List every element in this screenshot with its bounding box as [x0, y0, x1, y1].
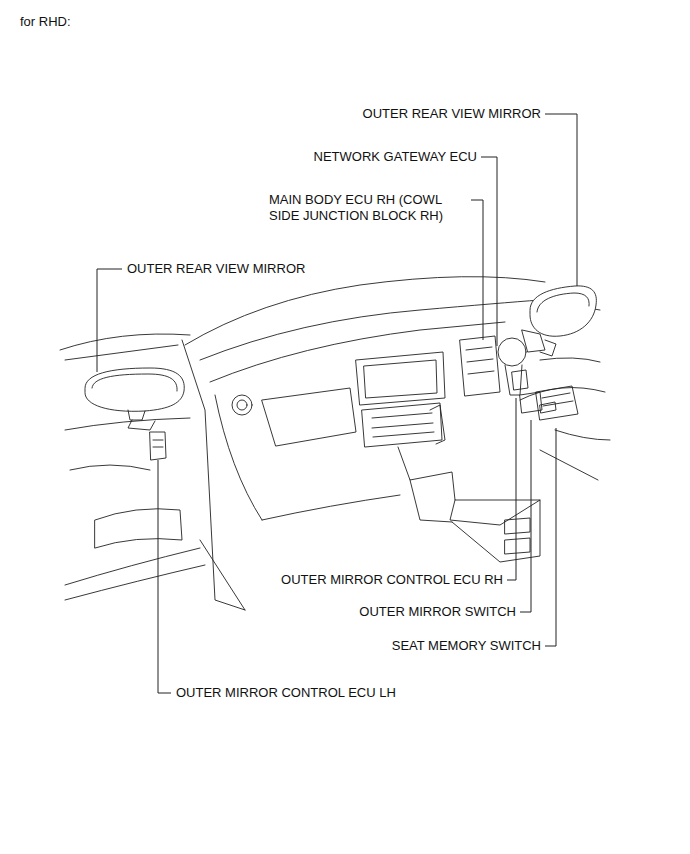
- part-label: for RHD:: [20, 14, 71, 30]
- part-label: SEAT MEMORY SWITCH: [392, 638, 541, 654]
- part-label: OUTER MIRROR SWITCH: [359, 604, 516, 620]
- part-label: OUTER REAR VIEW MIRROR: [127, 261, 305, 277]
- part-label: OUTER MIRROR CONTROL ECU RH: [281, 572, 503, 588]
- part-label: MAIN BODY ECU RH (COWL SIDE JUNCTION BLO…: [269, 192, 469, 224]
- part-label: OUTER MIRROR CONTROL ECU LH: [176, 685, 396, 701]
- part-label: OUTER REAR VIEW MIRROR: [363, 106, 541, 122]
- part-label: NETWORK GATEWAY ECU: [314, 149, 477, 165]
